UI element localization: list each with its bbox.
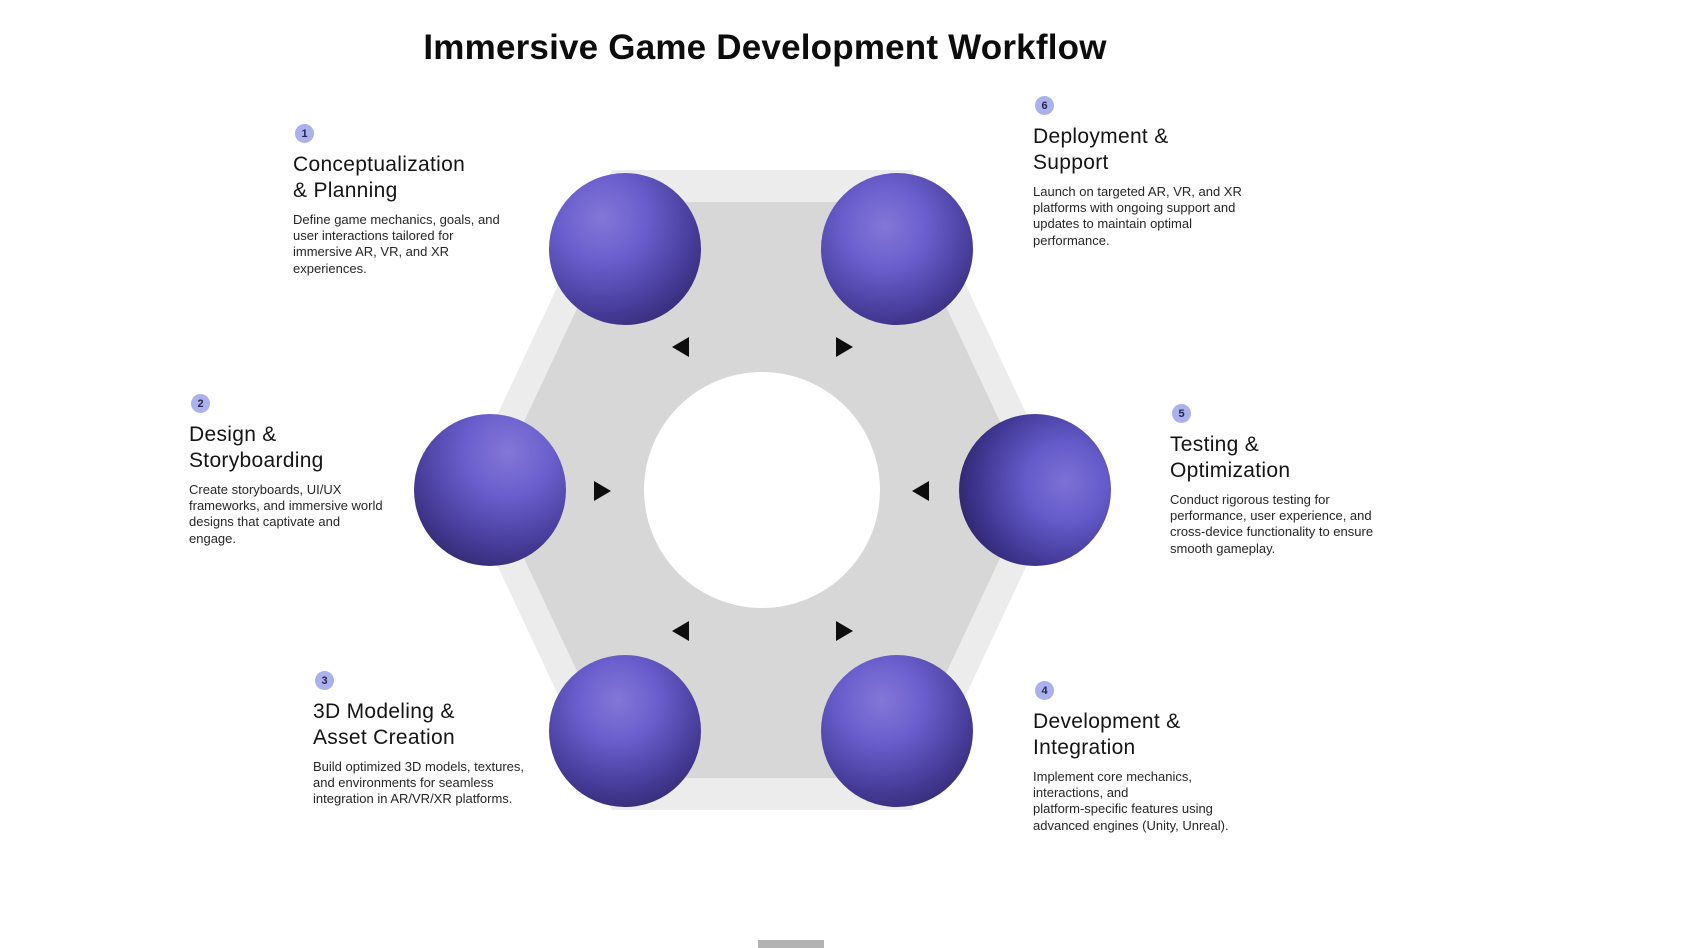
- sphere-step-3: [549, 655, 701, 807]
- step-number-badge: 6: [1035, 96, 1054, 115]
- sphere-step-4: [821, 655, 973, 807]
- step-testing: 5 Testing & Optimization Conduct rigorou…: [1170, 404, 1385, 557]
- arrow-middle-right-icon: [912, 481, 929, 501]
- step-description: Create storyboards, UI/UX frameworks, an…: [189, 482, 383, 546]
- step-number-badge: 4: [1035, 681, 1054, 700]
- step-heading: Design & Storyboarding: [189, 423, 324, 472]
- step-heading: Conceptualization & Planning: [293, 153, 466, 202]
- step-modeling: 3 3D Modeling & Asset Creation Build opt…: [313, 671, 528, 808]
- step-deployment: 6 Deployment & Support Launch on targete…: [1033, 96, 1255, 249]
- step-number-badge: 3: [315, 671, 334, 690]
- step-number-badge: 5: [1172, 404, 1191, 423]
- arrow-bottom-right-icon: [836, 621, 853, 641]
- step-number-badge: 2: [191, 394, 210, 413]
- center-circle: [644, 372, 880, 608]
- step-description: Define game mechanics, goals, and user i…: [293, 212, 500, 276]
- sphere-step-5: [959, 414, 1111, 566]
- step-description: Conduct rigorous testing for performance…: [1170, 492, 1374, 556]
- step-number-badge: 1: [295, 124, 314, 143]
- step-conceptualization: 1 Conceptualization & Planning Define ga…: [293, 124, 505, 277]
- step-heading: Development & Integration: [1033, 710, 1181, 759]
- step-heading: 3D Modeling & Asset Creation: [313, 700, 455, 749]
- step-description: Launch on targeted AR, VR, and XR platfo…: [1033, 184, 1242, 248]
- arrow-middle-left-icon: [594, 481, 611, 501]
- sphere-step-2: [414, 414, 566, 566]
- step-description: Implement core mechanics, interactions, …: [1033, 769, 1229, 833]
- sphere-step-1: [549, 173, 701, 325]
- step-heading: Deployment & Support: [1033, 125, 1169, 174]
- arrow-bottom-left-icon: [672, 621, 689, 641]
- step-heading: Testing & Optimization: [1170, 433, 1291, 482]
- step-development: 4 Development & Integration Implement co…: [1033, 681, 1255, 834]
- arrow-top-right-icon: [836, 337, 853, 357]
- step-design: 2 Design & Storyboarding Create storyboa…: [189, 394, 387, 547]
- step-description: Build optimized 3D models, textures, and…: [313, 759, 524, 807]
- sphere-step-6: [821, 173, 973, 325]
- bottom-bar: [758, 940, 824, 948]
- page-title: Immersive Game Development Workflow: [423, 28, 1107, 67]
- arrow-top-left-icon: [672, 337, 689, 357]
